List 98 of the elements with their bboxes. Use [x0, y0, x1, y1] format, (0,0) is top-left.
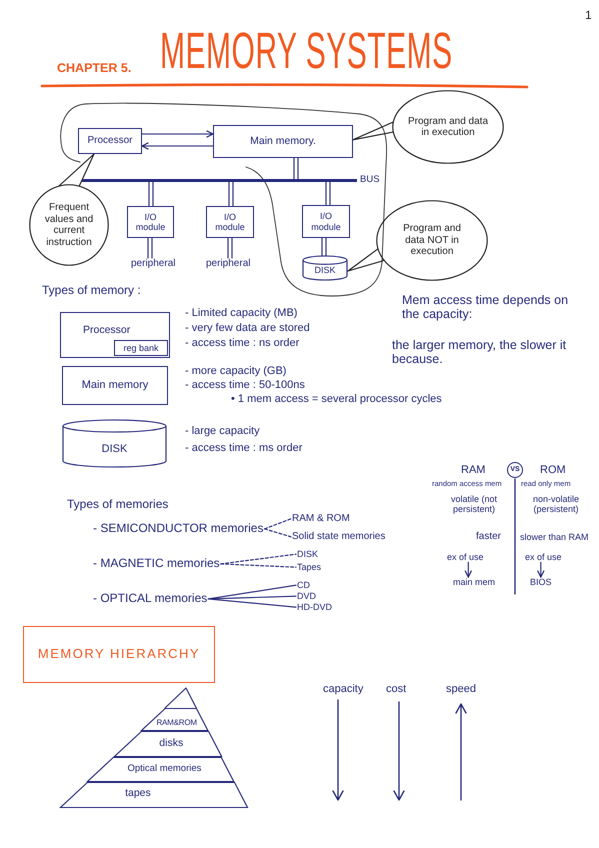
- property-text: slower than RAM: [520, 532, 589, 542]
- device-label: peripheral: [130, 258, 176, 270]
- memory-level-box: [62, 366, 168, 405]
- category-label: - OPTICAL memories: [92, 592, 208, 606]
- bubble-tail: [58, 153, 95, 187]
- band-label: RAM&ROM: [156, 719, 197, 727]
- example-label: HD-DVD: [296, 602, 333, 612]
- device-label: peripheral: [205, 258, 252, 270]
- bus-connector: [325, 181, 331, 206]
- bus-connector: [321, 237, 327, 257]
- category-label: - MAGNETIC memories: [92, 557, 221, 571]
- branch-line: [208, 584, 297, 600]
- section-heading: Types of memory :: [42, 284, 141, 298]
- component-name: Main memory.: [250, 135, 316, 148]
- module-box: [206, 206, 254, 238]
- usage-label: ex of use: [524, 552, 563, 562]
- disk-label: DISK: [314, 265, 336, 276]
- arrow: [464, 562, 472, 578]
- property-note: - access time : ns order: [185, 337, 300, 350]
- example-label: Solid state memories: [291, 531, 386, 542]
- module-name: I/O module: [134, 212, 166, 232]
- usage-example: BIOS: [529, 577, 553, 588]
- note-text: the larger memory, the slower it because.: [392, 338, 568, 367]
- usage-example: main mem: [452, 577, 496, 588]
- property-note: • 1 mem access = several processor cycles: [231, 393, 442, 406]
- chapter-label: CHAPTER 5.: [57, 61, 132, 76]
- arrow: [141, 142, 214, 150]
- property-text: faster: [476, 531, 502, 542]
- section-heading: Types of memories: [67, 498, 168, 512]
- example-label: DVD: [296, 591, 318, 602]
- property-note: - large capacity: [185, 425, 260, 438]
- branch-line: [264, 528, 292, 538]
- bubble-text: Frequent values and current instruction: [44, 202, 94, 248]
- module-name: I/O module: [214, 212, 246, 232]
- module-name: I/O module: [310, 211, 342, 232]
- pyramid-band: [60, 782, 248, 808]
- property-note: - access time : 50-100ns: [185, 379, 305, 392]
- bus-connector: [293, 157, 299, 180]
- category-label: - SEMICONDUCTOR memories: [92, 522, 264, 536]
- column-heading: ROM: [540, 464, 566, 477]
- usage-label: ex of use: [446, 552, 485, 562]
- branch-line: [208, 598, 297, 608]
- component-box: [78, 128, 142, 154]
- property-note: - more capacity (GB): [185, 365, 286, 378]
- note-text: Mem access time depends on the capacity:: [402, 293, 570, 322]
- arrow: [141, 130, 214, 138]
- speech-bubble: [29, 184, 109, 266]
- disk-cylinder: [302, 256, 348, 281]
- bubble-tail: [347, 248, 385, 272]
- module-box: [127, 206, 174, 238]
- example-label: CD: [296, 580, 311, 590]
- page-title: MEMORY SYSTEMS: [160, 27, 453, 78]
- bubble-tail: [352, 121, 394, 140]
- property-note: - access time : ms order: [185, 442, 302, 455]
- axis-caption: capacity: [323, 683, 364, 696]
- module-box: [302, 205, 350, 238]
- page-number: 1: [585, 9, 592, 23]
- band-label: disks: [159, 738, 184, 748]
- property-text: non-volatile (persistent): [532, 494, 580, 515]
- level-name: Processor: [83, 324, 130, 336]
- axis-caption: speed: [446, 683, 476, 696]
- pyramid-band: [140, 708, 208, 731]
- disk-label: DISK: [102, 442, 128, 456]
- branch-line: [220, 563, 297, 568]
- example-label: RAM & ROM: [291, 513, 351, 524]
- bus-connector: [227, 237, 233, 259]
- example-label: Tapes: [296, 562, 322, 572]
- memory-level-box: [60, 312, 170, 358]
- property-text: volatile (not persistent): [450, 494, 498, 515]
- arrow: [537, 562, 545, 578]
- register-name: reg bank: [123, 342, 159, 354]
- band-label: Optical memories: [128, 764, 202, 774]
- axis-caption: cost: [386, 683, 406, 696]
- frame-heading: MEMORY HIERARCHY: [38, 647, 200, 662]
- band-label: tapes: [125, 788, 151, 798]
- component-box: [213, 125, 353, 158]
- bus-connector: [147, 237, 153, 259]
- pyramid-band: [87, 757, 235, 782]
- heading-frame: [23, 626, 215, 683]
- branch-line: [220, 554, 297, 564]
- bubble-text: Program and data NOT in execution: [402, 223, 462, 258]
- bus-connector: [148, 181, 154, 207]
- register-box: [114, 340, 168, 356]
- property-note: - Limited capacity (MB): [185, 307, 298, 320]
- example-label: DISK: [296, 549, 320, 560]
- pyramid-band: [114, 731, 222, 757]
- property-note: - very few data are stored: [185, 322, 310, 335]
- bus-line: [82, 179, 357, 182]
- branch-line: [264, 518, 292, 530]
- component-name: Processor: [87, 135, 132, 147]
- bus-connector: [228, 181, 234, 207]
- disk-cylinder: [62, 420, 167, 468]
- speech-bubble: [392, 90, 504, 164]
- speech-bubble: [376, 200, 488, 281]
- level-name: Main memory: [82, 379, 148, 392]
- column-heading: RAM: [461, 464, 486, 477]
- bus-label: BUS: [360, 175, 380, 186]
- bubble-text: Program and data in execution: [406, 116, 490, 138]
